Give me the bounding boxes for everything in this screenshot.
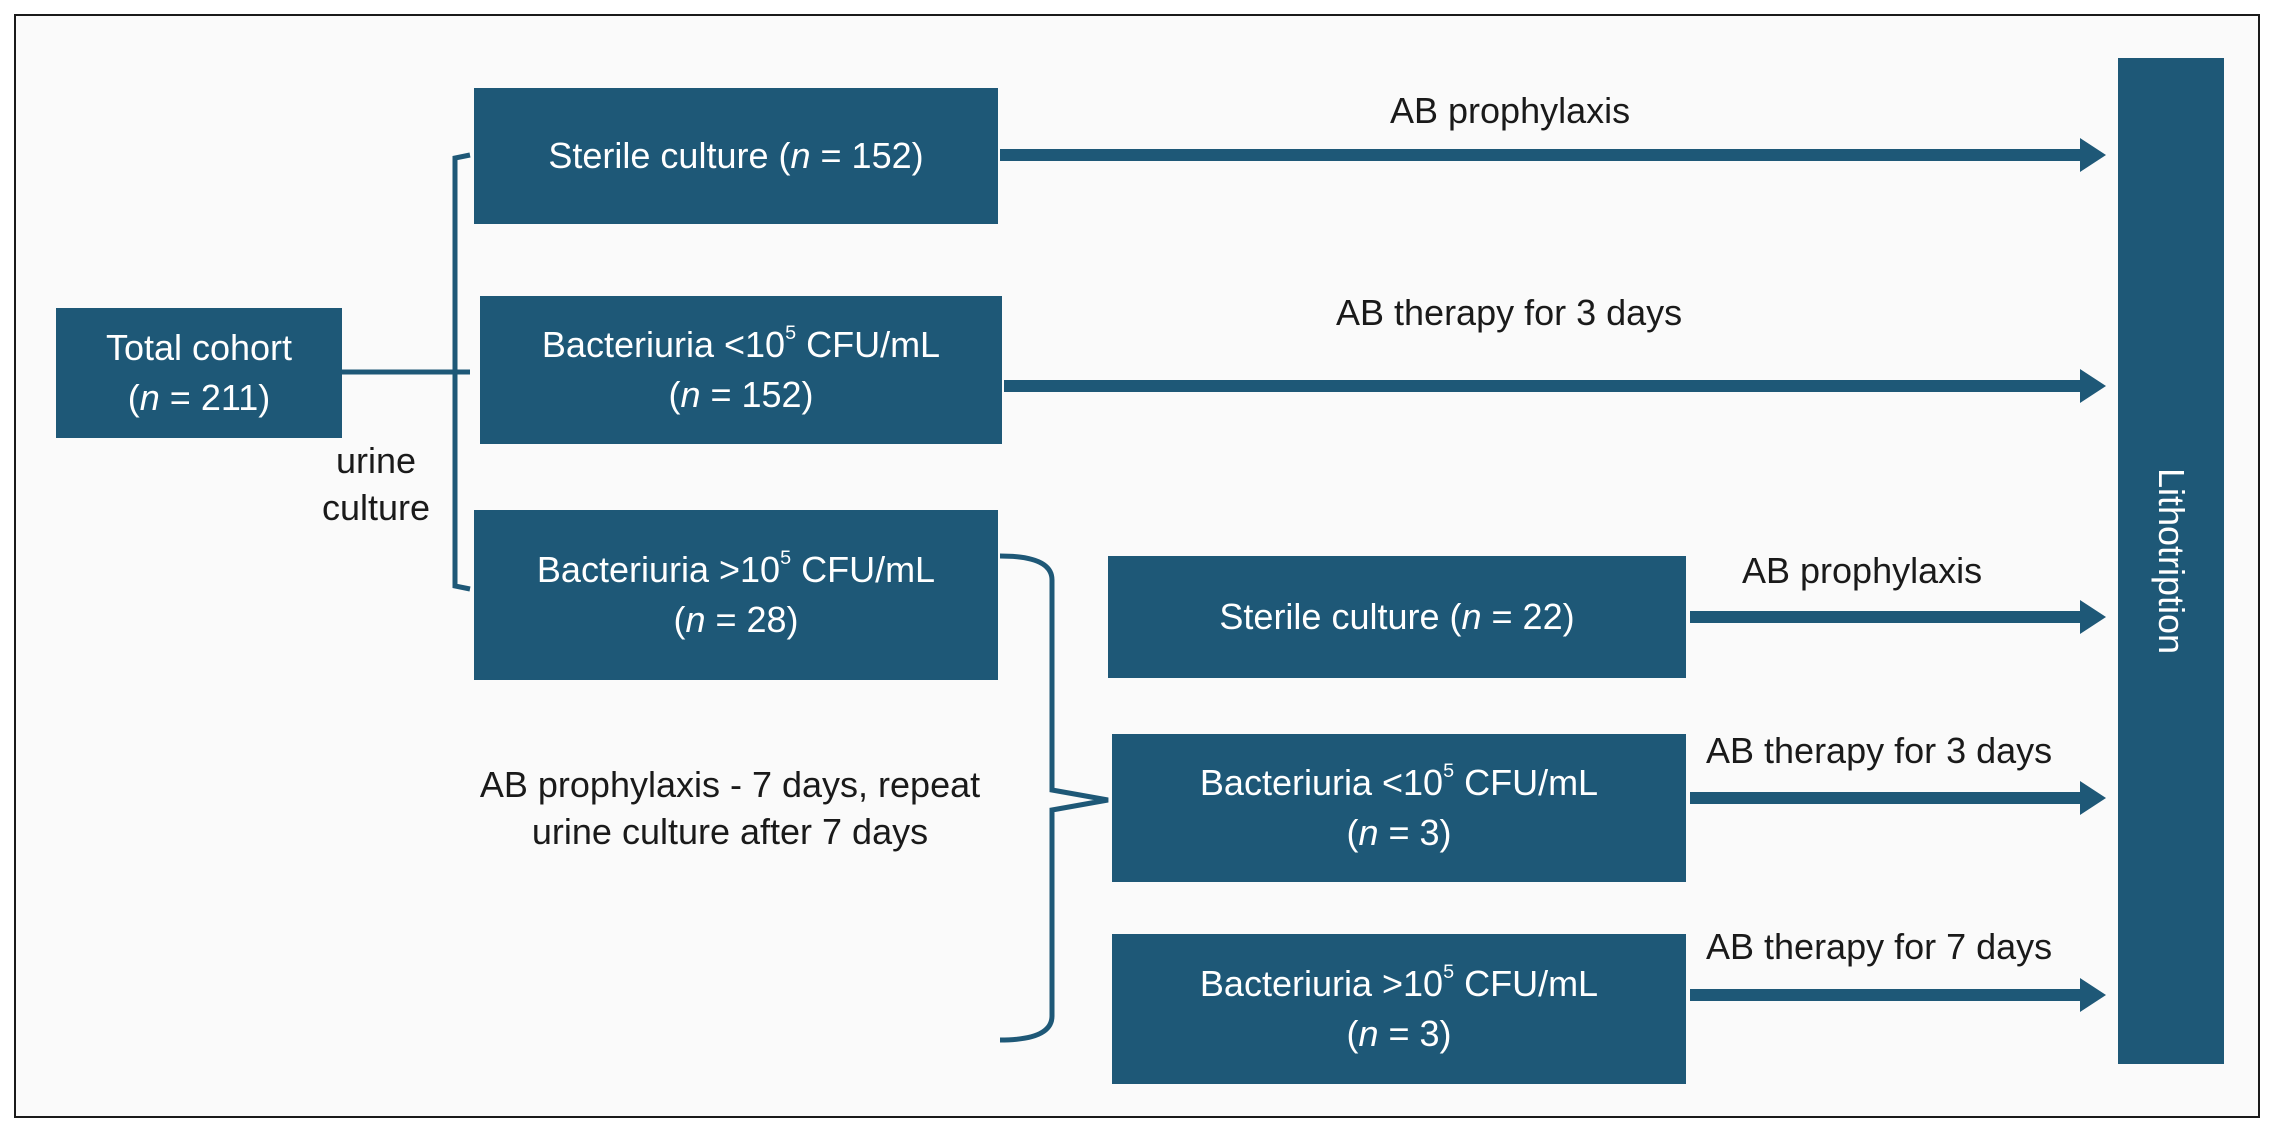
node-lithotription: Lithotription — [2118, 58, 2224, 1064]
arrowhead-sterile2 — [2080, 600, 2106, 634]
node-total-title: Total cohort — [105, 326, 293, 368]
arrowhead-sterile1 — [2080, 138, 2106, 172]
edge-label-urine-culture: urine culture — [321, 440, 431, 528]
node-sterile-culture-152: Sterile culture (n = 152) — [474, 88, 998, 224]
edge-label-ab-therapy-3-days-2: AB therapy for 3 days — [1706, 730, 2053, 771]
bracket-urine-culture — [452, 152, 471, 592]
edge-label-ab-therapy-7-days: AB therapy for 7 days — [1706, 926, 2053, 967]
edge-label-ab-therapy-3-days-1: AB therapy for 3 days — [1336, 292, 1683, 333]
arrowhead-bact-low2 — [2080, 781, 2106, 815]
node-total-cohort: Total cohort (n = 211) — [56, 308, 342, 438]
node-bacteriuria-low-152: Bacteriuria <105 CFU/mL (n = 152) — [480, 296, 1002, 444]
node-lithotription-label: Lithotription — [2151, 467, 2192, 655]
node-bacteriuria-low-3: Bacteriuria <105 CFU/mL (n = 3) — [1112, 734, 1686, 882]
arrowhead-bact-low1 — [2080, 369, 2106, 403]
node-bacteriuria-high-3: Bacteriuria >105 CFU/mL (n = 3) — [1112, 934, 1686, 1084]
node-total-count: (n = 211) — [127, 377, 271, 418]
node-bacteriuria-high-28: Bacteriuria >105 CFU/mL (n = 28) — [474, 510, 998, 680]
arrowhead-bact-high2 — [2080, 978, 2106, 1012]
bracket-repeat-culture — [999, 553, 1109, 1043]
node-sterile-culture-22: Sterile culture (n = 22) — [1108, 556, 1686, 678]
edge-label-ab-prophylaxis-1: AB prophylaxis — [1390, 90, 1631, 131]
edge-label-ab-prophylaxis-2: AB prophylaxis — [1742, 550, 1983, 591]
edge-label-repeat-culture: AB prophylaxis - 7 days, repeat urine cu… — [479, 764, 981, 852]
